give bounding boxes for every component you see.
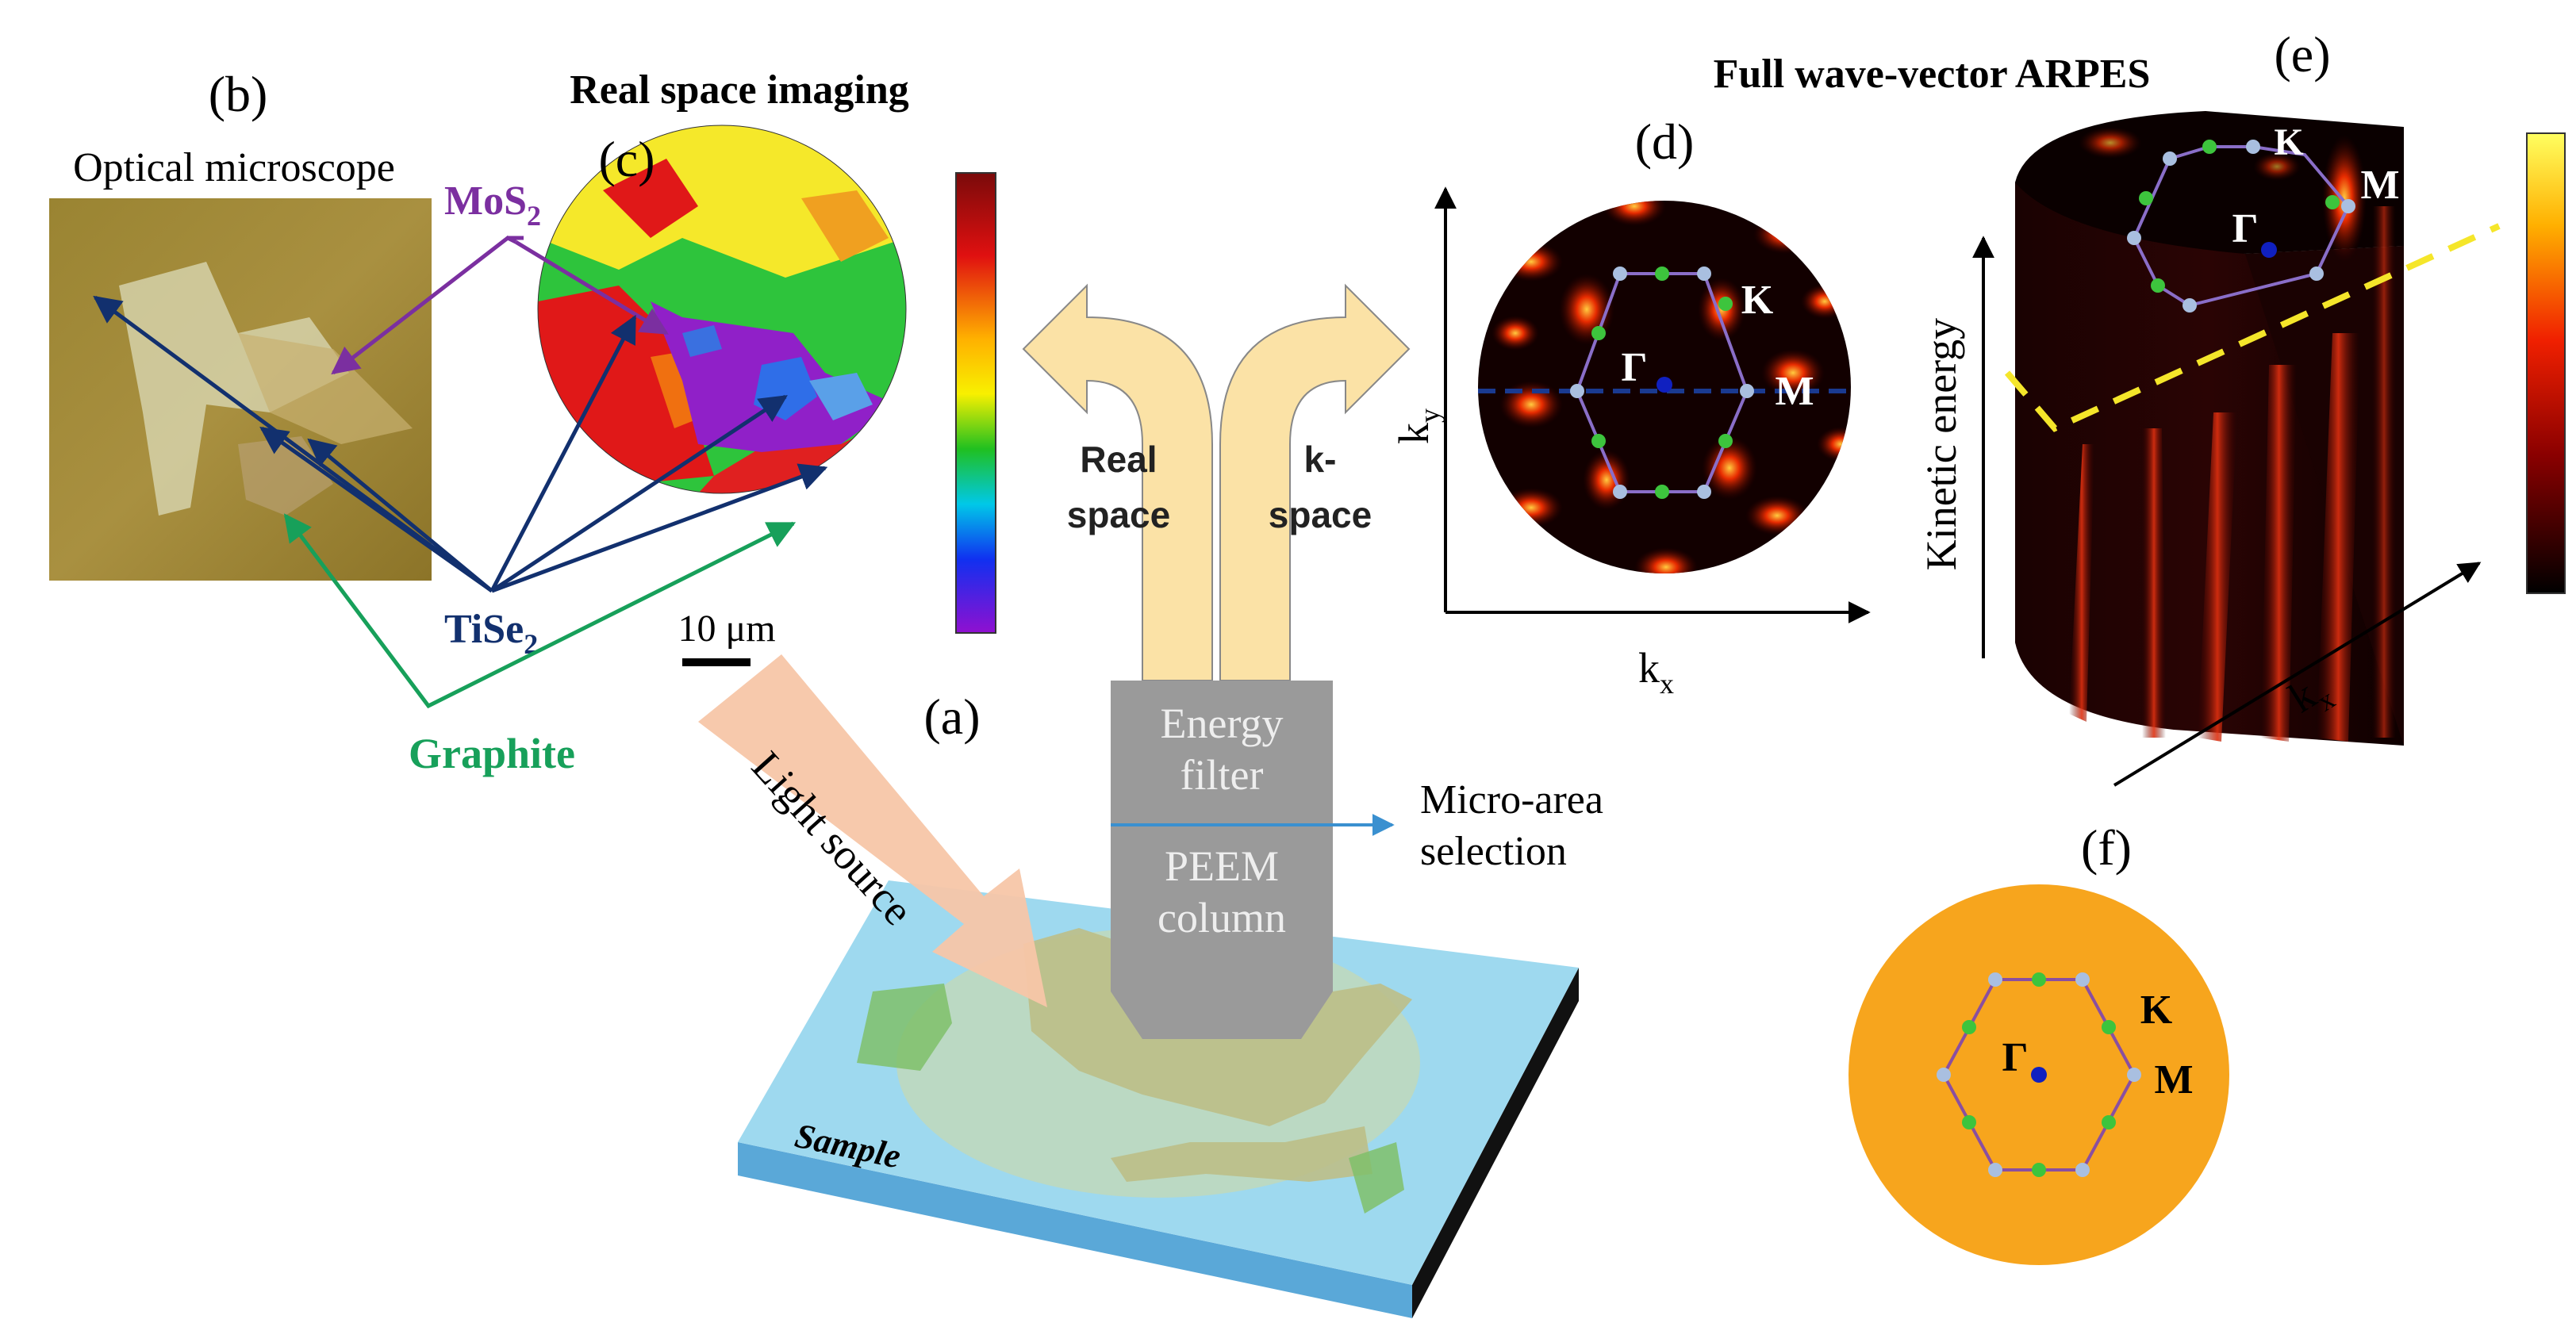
flake-tise2-optical <box>119 262 349 516</box>
e-cut-line <box>2004 223 2501 432</box>
k-space-text-1: k- <box>1304 439 1337 480</box>
f-gamma-point <box>2031 1067 2047 1083</box>
peem-column-text-2: column <box>1157 894 1286 941</box>
arpes-colorbar <box>2526 132 2566 594</box>
real-space-text-1: Real <box>1080 439 1157 480</box>
light-source-arrow <box>698 654 1047 1007</box>
graphite-arrows <box>283 513 797 709</box>
panel-label-b: (b) <box>209 66 268 122</box>
panel-b: (b) Optical microscope <box>49 66 432 581</box>
d-m-points <box>1591 267 1733 499</box>
e-k-points <box>2127 140 2355 313</box>
energy-filter-text-1: Energy <box>1161 700 1284 747</box>
e-gamma-label: Γ <box>2232 206 2258 251</box>
e-k-label: K <box>2274 121 2303 163</box>
d-kx-label: kx <box>1638 644 1674 700</box>
optical-microscope-label: Optical microscope <box>73 145 395 190</box>
kinetic-energy-label: Kinetic energy <box>1918 318 1965 570</box>
micro-area-text-1: Micro-area <box>1420 777 1603 823</box>
f-m-points <box>1962 972 2116 1177</box>
f-k-points <box>1937 972 2141 1177</box>
e-kx-axis <box>2113 562 2482 787</box>
panel-label-e: (e) <box>2274 26 2330 82</box>
k-space-text-2: space <box>1269 494 1372 535</box>
flake-mos2-optical <box>238 333 413 444</box>
scale-bar <box>682 658 751 666</box>
material-annotations: MoS2 TiSe2 Graphite <box>93 178 828 777</box>
real-space-text-2: space <box>1067 494 1170 535</box>
f-m-label: M <box>2154 1057 2193 1102</box>
sample-flake-3 <box>1111 1126 1372 1182</box>
panel-d: Full wave-vector ARPES (d) ky kx <box>1390 52 2150 700</box>
mos2-label: MoS2 <box>444 178 541 232</box>
scale-bar-label: 10 μm <box>678 608 775 650</box>
mos2-arrow-right <box>514 240 669 336</box>
e-m-points <box>2139 140 2340 293</box>
k-space-arrow <box>1219 283 1411 681</box>
d-ky-label: ky <box>1390 408 1445 444</box>
panel-label-c: (c) <box>598 131 655 187</box>
real-space-image <box>538 125 906 493</box>
d-k-points <box>1570 267 1754 499</box>
f-gamma-label: Γ <box>2002 1035 2028 1080</box>
full-arpes-heading: Full wave-vector ARPES <box>1714 52 2151 97</box>
sample-flake-4 <box>1349 1142 1404 1214</box>
panel-c: (c) Real space imaging 10 μm <box>537 67 996 666</box>
e-m-label: M <box>2360 163 2399 208</box>
panel-label-f: (f) <box>2081 819 2132 876</box>
f-k-label: K <box>2140 987 2173 1033</box>
real-space-imaging-heading: Real space imaging <box>570 67 909 113</box>
sample-flake-1 <box>857 984 952 1071</box>
panel-f: (f) Γ K M <box>1849 819 2229 1265</box>
real-space-arrow <box>1022 283 1213 681</box>
e-brillouin-path <box>2132 145 2351 308</box>
panel-label-d: (d) <box>1635 113 1695 170</box>
sample-right-side <box>1412 968 1579 1318</box>
graphite-label: Graphite <box>409 730 575 777</box>
d-m-label: M <box>1775 369 1814 414</box>
d-gamma-point <box>1657 377 1672 393</box>
sample-side <box>738 1142 1412 1318</box>
peem-column-text-1: PEEM <box>1165 842 1279 890</box>
panel-label-a: (a) <box>923 688 980 745</box>
arpes-band-streaks <box>2069 127 2396 742</box>
energy-filter-text-2: filter <box>1181 751 1264 799</box>
panel-e: (e) Γ K M <box>1918 26 2566 787</box>
peem-column <box>1111 681 1333 1039</box>
d-gamma-label: Γ <box>1621 345 1647 390</box>
micro-area-text-2: selection <box>1420 829 1567 874</box>
e-gamma-point <box>2261 242 2277 258</box>
tise2-label: TiSe2 <box>444 607 538 660</box>
real-space-colorbar <box>955 172 996 634</box>
d-k-label: K <box>1741 278 1774 323</box>
